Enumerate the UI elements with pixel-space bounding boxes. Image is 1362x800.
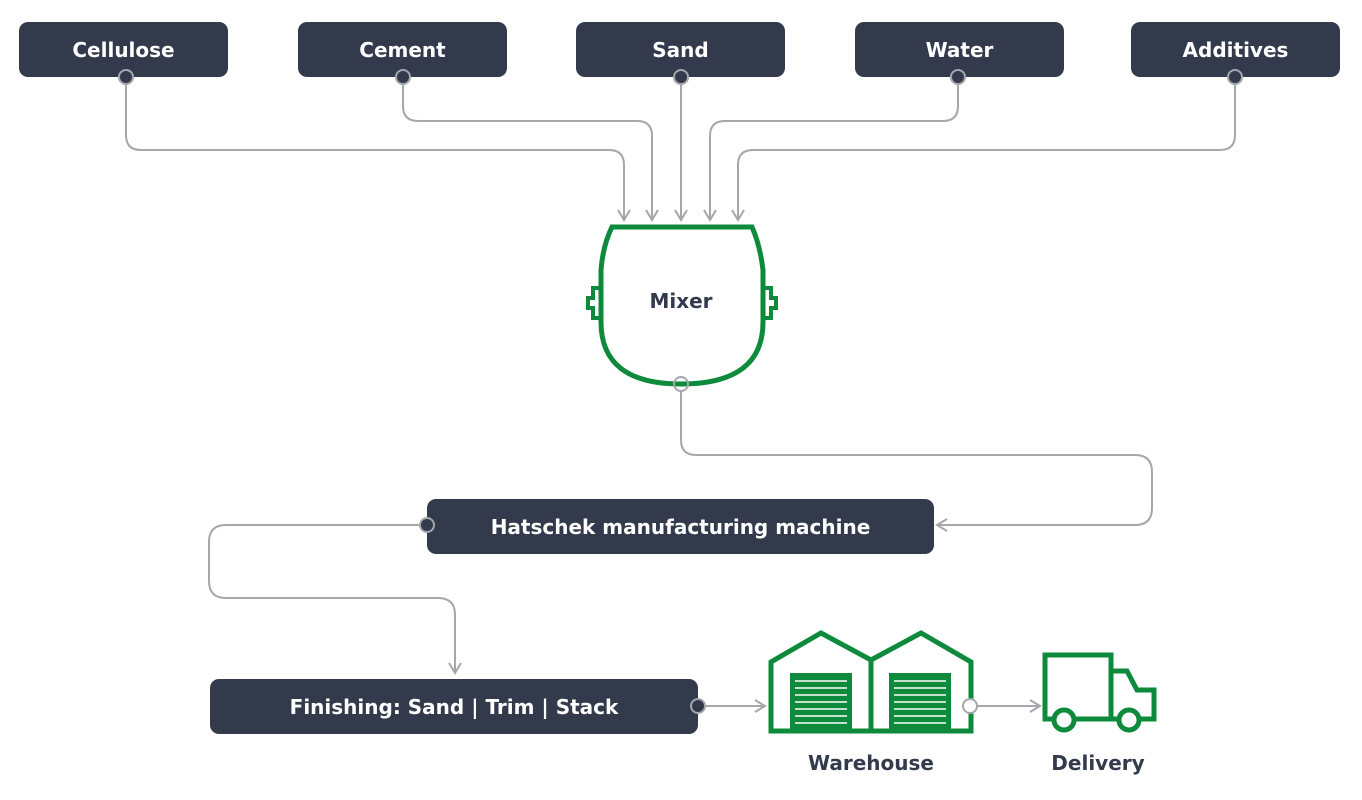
warehouse-icon (768, 630, 974, 734)
connector-mixer-machine (680, 391, 1153, 532)
node-finishing: Finishing: Sand | Trim | Stack (210, 679, 698, 734)
node-sand: Sand (576, 22, 785, 77)
connector-cellulose (125, 84, 631, 222)
connector-cement (402, 84, 659, 222)
connector-water (703, 84, 959, 222)
delivery-label: Delivery (1051, 751, 1145, 775)
node-additives: Additives (1131, 22, 1340, 77)
delivery-truck-icon (1042, 652, 1157, 733)
node-hatschek-machine: Hatschek manufacturing machine (427, 499, 934, 554)
node-water: Water (855, 22, 1064, 77)
warehouse-label: Warehouse (808, 751, 934, 775)
node-cellulose: Cellulose (19, 22, 228, 77)
mixer-icon (586, 224, 778, 387)
connector-additives (731, 84, 1236, 222)
connector-machine-finishing (208, 524, 462, 675)
mixer-label: Mixer (649, 289, 713, 313)
node-cement: Cement (298, 22, 507, 77)
